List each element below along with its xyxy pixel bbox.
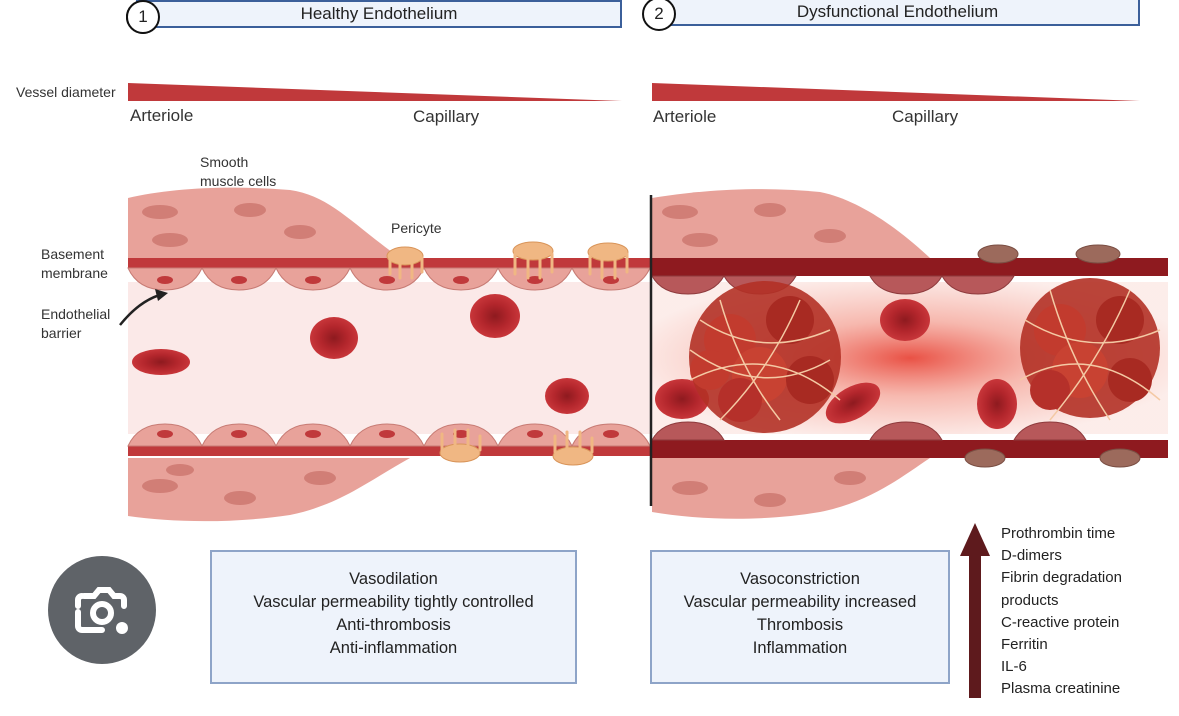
- basement-membrane-bottom-left: [128, 446, 650, 456]
- smooth-muscle-label: Smooth muscle cells: [200, 153, 276, 191]
- healthy-summary-1: Vasodilation: [349, 570, 438, 588]
- marker-item: Plasma creatinine: [1001, 680, 1121, 698]
- dysfunctional-summary-box: Vasoconstriction Vascular permeability i…: [650, 550, 950, 684]
- panel-2-number: 2: [642, 0, 676, 31]
- rbc: [310, 317, 358, 359]
- google-lens-icon[interactable]: [48, 556, 156, 664]
- dysfunctional-summary-1: Vasoconstriction: [740, 570, 860, 588]
- basement-membrane-bottom-right: [652, 440, 1168, 458]
- basement-line2: membrane: [41, 265, 108, 281]
- dysfunctional-summary-4: Inflammation: [752, 639, 848, 657]
- smooth-muscle-bottom-left: [128, 458, 410, 522]
- arteriole-label-right: Arteriole: [653, 107, 717, 126]
- marker-item: Ferritin: [1001, 636, 1048, 654]
- rbc: [132, 349, 190, 375]
- vessel-diameter-label: Vessel diameter: [16, 84, 116, 100]
- healthy-summary-3: Anti-thrombosis: [336, 616, 451, 634]
- smooth-muscle-line2: muscle cells: [200, 173, 277, 189]
- rbc: [880, 299, 930, 341]
- diameter-wedge-right: [652, 83, 1140, 101]
- pericyte-label: Pericyte: [391, 220, 442, 236]
- dysfunctional-summary-3: Thrombosis: [756, 616, 844, 634]
- arteriole-label-left: Arteriole: [130, 106, 194, 125]
- healthy-summary-box: Vasodilation Vascular permeability tight…: [210, 550, 577, 684]
- rbc: [470, 294, 520, 338]
- markers-list: Prothrombin time D-dimers Fibrin degrada…: [1001, 523, 1122, 701]
- dysfunctional-summary-2: Vascular permeability increased: [683, 593, 917, 611]
- smooth-muscle-line1: Smooth: [200, 154, 249, 170]
- rbc: [655, 379, 709, 419]
- marker-item: Fibrin degradation: [1001, 569, 1122, 587]
- rbc: [545, 378, 589, 414]
- marker-item: IL-6: [1001, 658, 1027, 676]
- thrombus-right: [1019, 278, 1161, 421]
- panel-1-number-front: 1: [126, 0, 160, 34]
- marker-item: D-dimers: [1001, 547, 1062, 565]
- panel-2-title: Dysfunctional Endothelium: [655, 0, 1140, 26]
- rbc: [825, 382, 881, 424]
- basement-membrane-label: Basement membrane: [41, 245, 108, 283]
- endothelial-barrier-label: Endothelial barrier: [41, 305, 110, 343]
- marker-item: Prothrombin time: [1001, 525, 1116, 542]
- basement-membrane-top-right: [652, 258, 1168, 276]
- healthy-summary-4: Anti-inflammation: [329, 639, 458, 657]
- healthy-summary-2: Vascular permeability tightly controlled: [253, 593, 534, 611]
- endothelial-line1: Endothelial: [41, 306, 111, 322]
- thrombus-left: [689, 281, 841, 433]
- diameter-wedge-left: [128, 83, 622, 101]
- marker-item: products: [1001, 591, 1059, 609]
- endothelial-line2: barrier: [41, 325, 82, 341]
- smooth-muscle-top-left: [128, 187, 400, 258]
- capillary-label-right: Capillary: [892, 107, 959, 126]
- marker-item: C-reactive protein: [1001, 613, 1120, 631]
- panel-1-title: Healthy Endothelium: [136, 0, 622, 28]
- smooth-muscle-top-right: [652, 189, 930, 258]
- basement-line1: Basement: [41, 246, 105, 262]
- up-arrow-icon: [960, 523, 990, 698]
- rbc: [977, 379, 1017, 429]
- capillary-label-left: Capillary: [413, 107, 480, 126]
